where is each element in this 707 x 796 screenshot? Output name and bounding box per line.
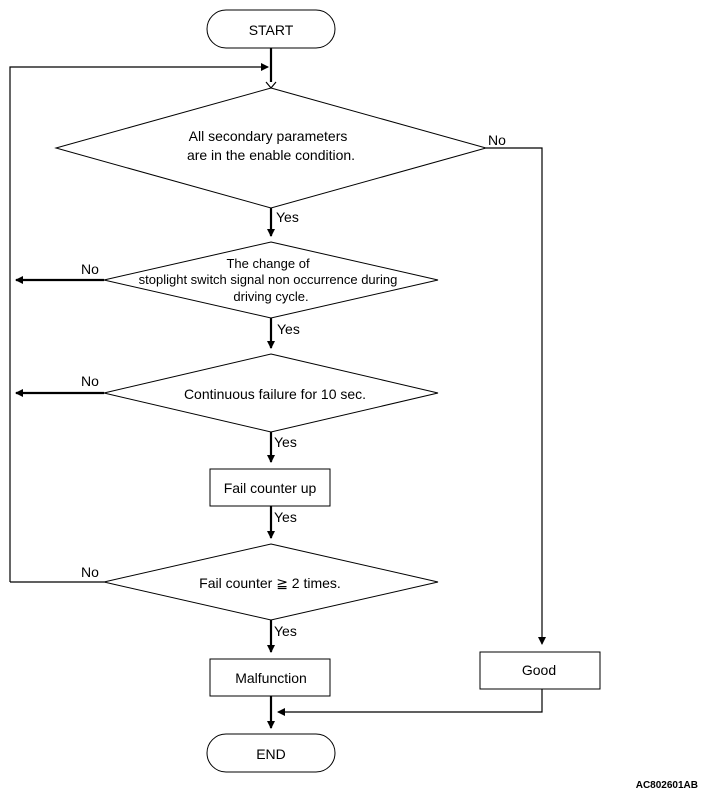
malfunction-label: Malfunction — [235, 670, 307, 686]
loop-back-connector — [9, 63, 269, 582]
decision-fail-count: Fail counter ≧ 2 times. — [103, 543, 439, 621]
decision-enable-condition: All secondary parameters are in the enab… — [54, 87, 488, 209]
start-label: START — [249, 22, 294, 38]
process-malfunction: Malfunction — [209, 658, 331, 697]
end-label: END — [256, 746, 286, 762]
edge-label-yes-stoplight: Yes — [277, 321, 300, 337]
good-label: Good — [522, 662, 556, 678]
decision-continuous-label: Continuous failure for 10 sec. — [184, 386, 366, 402]
edge-label-no-fail-count: No — [81, 564, 99, 580]
process-fail-counter-up: Fail counter up — [209, 468, 331, 507]
decision-enable-line-2: are in the enable condition. — [187, 147, 355, 163]
start-terminal: START — [206, 9, 336, 49]
decision-enable-line-1: All secondary parameters — [189, 128, 348, 144]
reference-code: AC802601AB — [636, 780, 698, 791]
end-terminal: END — [206, 733, 336, 773]
edge-label-yes-continuous: Yes — [274, 434, 297, 450]
process-good: Good — [479, 651, 601, 690]
good-to-end-connector — [277, 689, 543, 716]
decision-stoplight-line-2: stoplight switch signal non occurrence d… — [139, 272, 398, 287]
arrow-head — [265, 81, 277, 89]
decision-stoplight-line-3: driving cycle. — [233, 289, 308, 304]
decision-fail-count-label: Fail counter ≧ 2 times. — [199, 575, 341, 591]
edge-label-yes-enable: Yes — [276, 209, 299, 225]
edge-label-yes-fail-counter: Yes — [274, 509, 297, 525]
edge-label-no-continuous: No — [81, 373, 99, 389]
decision-stoplight-signal: The change of stoplight switch signal no… — [103, 241, 439, 319]
no-to-good-connector — [486, 147, 546, 645]
decision-stoplight-line-1: The change of — [226, 256, 310, 271]
edge-label-yes-fail-count: Yes — [274, 623, 297, 639]
process-fail-counter-label: Fail counter up — [224, 480, 317, 496]
decision-continuous-failure: Continuous failure for 10 sec. — [103, 353, 439, 433]
edge-label-no-enable: No — [488, 132, 506, 148]
edge-label-no-stoplight: No — [81, 261, 99, 277]
